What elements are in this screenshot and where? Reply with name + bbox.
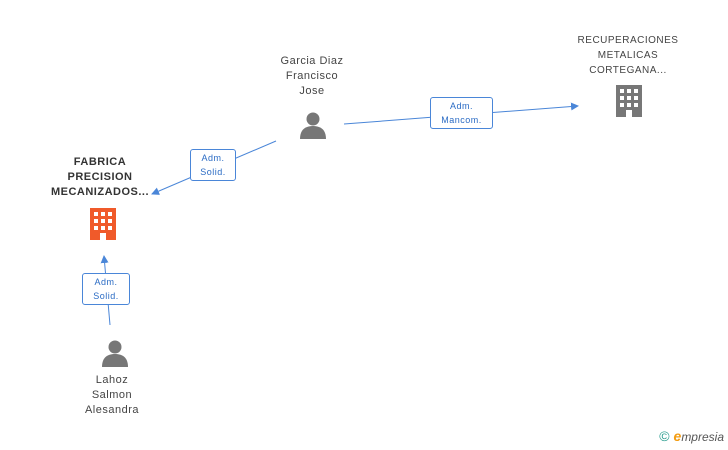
relation-label-adm-solid-lahoz[interactable]: Adm. Solid.: [82, 273, 130, 305]
node-label-lahoz[interactable]: Lahoz Salmon Alesandra: [60, 373, 164, 418]
copyright-icon: ©: [659, 428, 670, 444]
recuperaciones-line-3: CORTEGANA...: [589, 65, 667, 76]
empresia-logo: © empresia: [659, 428, 724, 444]
node-label-garcia[interactable]: Garcia Diaz Francisco Jose: [250, 54, 374, 99]
garcia-line-2: Francisco: [285, 70, 339, 82]
rel-solid1-line-2: Solid.: [200, 167, 226, 177]
rel-mancom-line-2: Mancom.: [441, 115, 482, 125]
building-highlight-icon[interactable]: [87, 207, 119, 241]
fabrica-line-1: FABRICA: [73, 156, 127, 168]
relation-label-adm-solid-garcia[interactable]: Adm. Solid.: [190, 149, 236, 181]
person-icon[interactable]: [100, 338, 130, 368]
lahoz-line-2: Salmon: [91, 389, 133, 401]
node-label-recuperaciones[interactable]: RECUPERACIONES METALICAS CORTEGANA...: [560, 33, 696, 78]
fabrica-line-2: PRECISION: [67, 171, 133, 183]
garcia-line-1: Garcia Diaz: [280, 55, 344, 67]
recuperaciones-line-2: METALICAS: [597, 50, 659, 61]
fabrica-line-3: MECANIZADOS...: [50, 186, 150, 198]
rel-mancom-line-1: Adm.: [449, 101, 473, 111]
rel-solid2-line-1: Adm.: [94, 277, 118, 287]
brand-rest: mpresia: [681, 430, 724, 444]
node-label-fabrica[interactable]: FABRICA PRECISION MECANIZADOS...: [38, 155, 162, 200]
lahoz-line-3: Alesandra: [84, 404, 140, 416]
rel-solid2-line-2: Solid.: [93, 291, 119, 301]
lahoz-line-1: Lahoz: [95, 374, 129, 386]
rel-solid1-line-1: Adm.: [201, 153, 225, 163]
person-icon[interactable]: [298, 110, 328, 140]
brand-e: e: [673, 428, 682, 444]
garcia-line-3: Jose: [299, 85, 325, 97]
recuperaciones-line-1: RECUPERACIONES: [577, 35, 679, 46]
building-icon[interactable]: [613, 84, 645, 118]
relation-label-adm-mancom[interactable]: Adm. Mancom.: [430, 97, 493, 129]
